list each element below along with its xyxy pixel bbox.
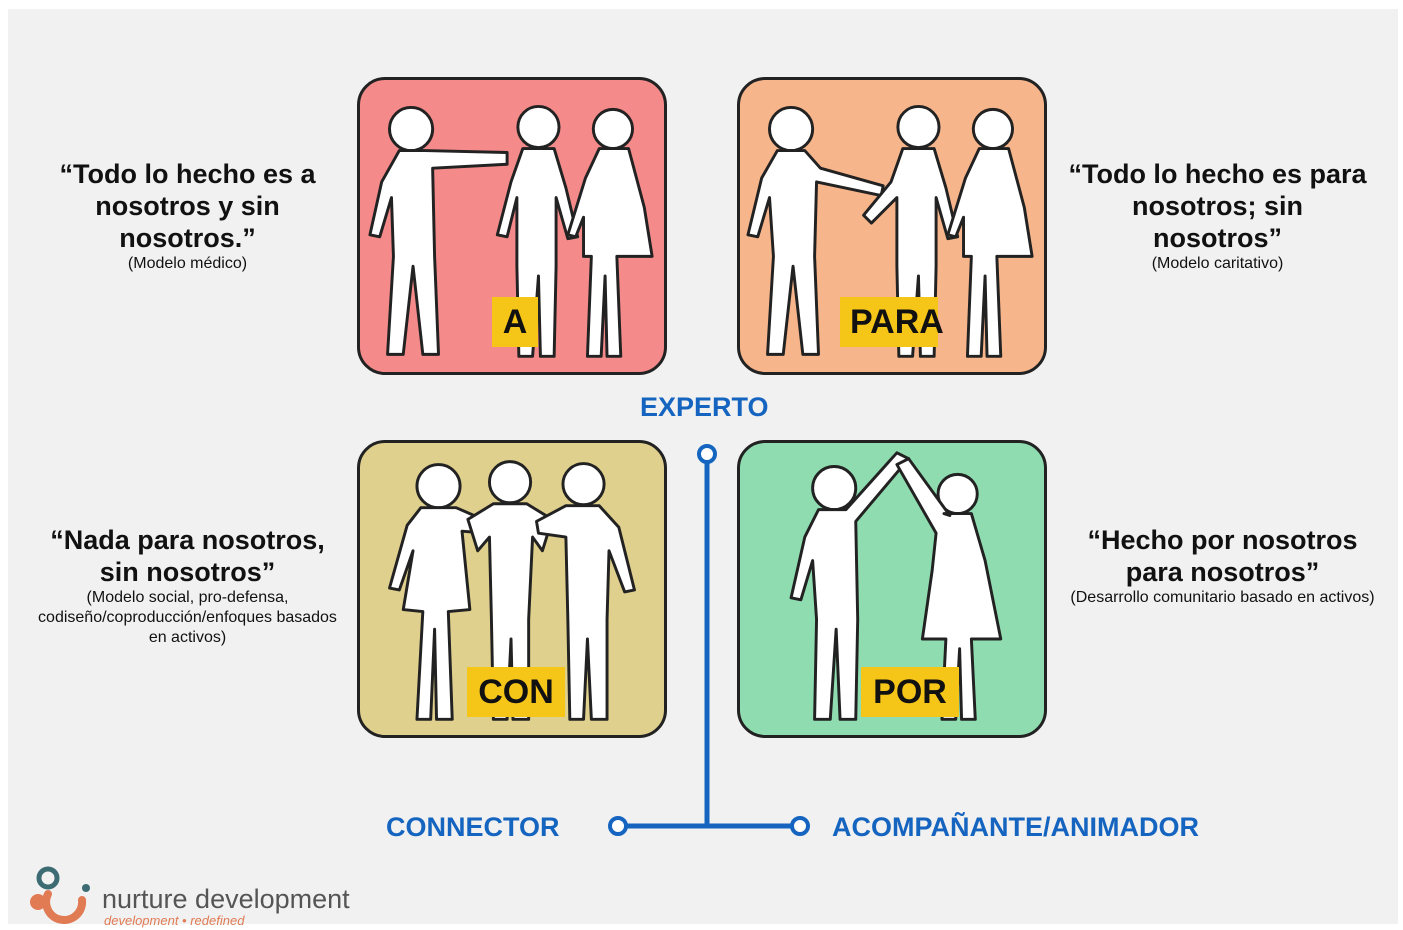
people-high-five-illustration bbox=[789, 451, 1003, 721]
axis-label-connector: CONNECTOR bbox=[386, 812, 560, 842]
tag-con: CON bbox=[467, 667, 565, 717]
background-panel bbox=[8, 9, 1398, 924]
quote-para-model: (Modelo caritativo) bbox=[1151, 255, 1284, 272]
quote-a-model: (Modelo médico) bbox=[127, 255, 248, 272]
quote-para: “Todo lo hecho es para nosotros; sin nos… bbox=[1065, 158, 1370, 274]
quote-con-text: “Nada para nosotros, sin nosotros” bbox=[50, 525, 325, 587]
card-con: CON bbox=[357, 440, 667, 738]
quote-a: “Todo lo hecho es a nosotros y sin nosot… bbox=[30, 158, 345, 274]
quote-a-text: “Todo lo hecho es a nosotros y sin nosot… bbox=[59, 159, 316, 253]
card-para: PARA bbox=[737, 77, 1047, 375]
nurture-development-logo-icon bbox=[30, 866, 90, 924]
axis-label-experto: EXPERTO bbox=[640, 392, 769, 422]
people-together-illustration bbox=[388, 460, 636, 721]
tag-para: PARA bbox=[840, 297, 944, 347]
quote-con-model: (Modelo social, pro-defensa, codiseño/co… bbox=[38, 589, 337, 646]
quote-por-model: (Desarrollo comunitario basado en activo… bbox=[1070, 589, 1375, 606]
quote-por-text: “Hecho por nosotros para nosotros” bbox=[1087, 525, 1358, 587]
axis-right-node bbox=[790, 816, 810, 836]
card-a: A bbox=[357, 77, 667, 375]
card-por: POR bbox=[737, 440, 1047, 738]
tag-a: A bbox=[492, 297, 538, 347]
logo-name: nurture development bbox=[102, 884, 350, 914]
tag-por: POR bbox=[861, 667, 959, 717]
quote-por: “Hecho por nosotros para nosotros” (Desa… bbox=[1065, 524, 1380, 608]
axis-label-acompanante: ACOMPAÑANTE/ANIMADOR bbox=[832, 812, 1199, 842]
logo-tagline: development • redefined bbox=[104, 913, 245, 928]
people-pointing-illustration bbox=[368, 104, 654, 358]
axis-left-node bbox=[608, 816, 628, 836]
axis-top-node bbox=[697, 444, 717, 464]
quote-para-text: “Todo lo hecho es para nosotros; sin nos… bbox=[1068, 159, 1367, 253]
quote-con: “Nada para nosotros, sin nosotros” (Mode… bbox=[30, 524, 345, 648]
